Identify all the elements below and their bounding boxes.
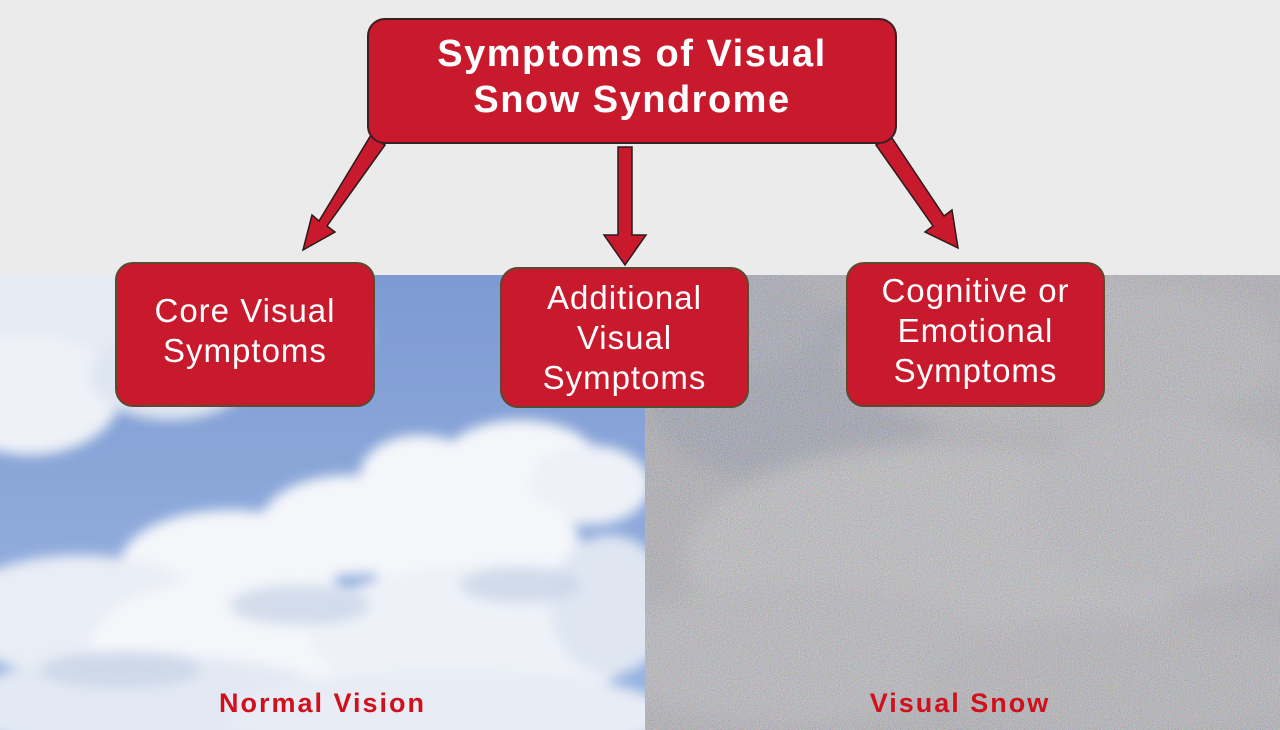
cognitive-emotional-symptoms-node: Cognitive or Emotional Symptoms	[846, 262, 1105, 407]
core-visual-symptoms-label: Core Visual Symptoms	[154, 291, 336, 369]
visual-snow-caption: Visual Snow	[869, 688, 1051, 718]
arrow-to-cognitive	[874, 133, 959, 250]
normal-vision-caption: Normal Vision	[218, 688, 427, 718]
arrow-to-additional	[602, 146, 648, 267]
additional-visual-symptoms-node: Additional Visual Symptoms	[500, 267, 749, 408]
arrow-to-core	[301, 133, 387, 252]
cognitive-emotional-symptoms-label: Cognitive or Emotional Symptoms	[881, 271, 1070, 389]
root-node: Symptoms of Visual Snow Syndrome	[367, 18, 897, 144]
additional-visual-symptoms-label: Additional Visual Symptoms	[542, 278, 707, 396]
core-visual-symptoms-node: Core Visual Symptoms	[115, 262, 375, 407]
connector-arrows	[301, 133, 959, 267]
root-node-label: Symptoms of Visual Snow Syndrome	[437, 33, 827, 121]
